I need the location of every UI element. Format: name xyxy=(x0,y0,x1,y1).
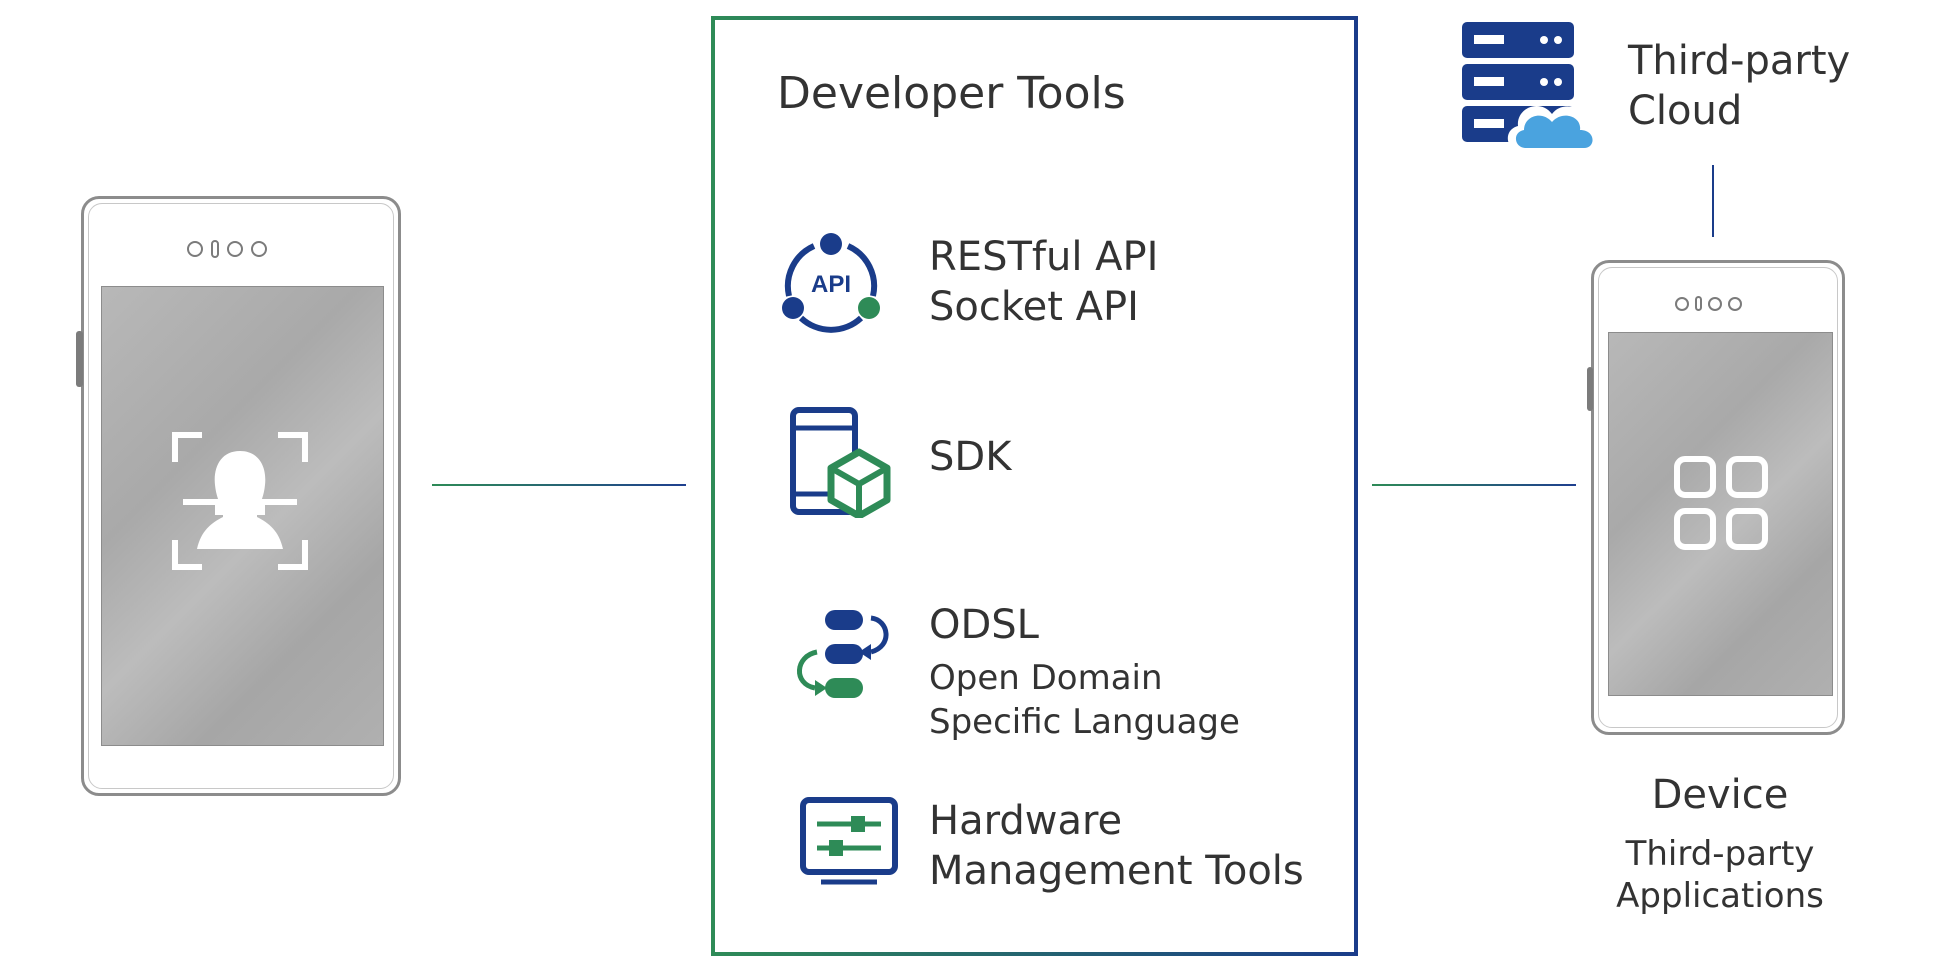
device-sensors xyxy=(1675,296,1742,311)
face-recognition-icon xyxy=(172,432,308,570)
app-terminal xyxy=(1587,260,1845,735)
hardware-settings-icon xyxy=(800,797,898,885)
sensor xyxy=(187,241,203,257)
device-rim xyxy=(88,203,394,789)
connector-cloud xyxy=(1712,165,1714,237)
device-sensors xyxy=(187,240,267,258)
developer-tools-panel: Developer Tools API RESTful API Socket A… xyxy=(711,16,1358,956)
cloud-label-1: Third-party xyxy=(1628,38,1851,84)
hardware-label-1: Hardware xyxy=(929,798,1123,844)
odsl-subtitle-2: Specific Language xyxy=(929,702,1240,742)
sensor xyxy=(211,240,219,258)
hardware-label-2: Management Tools xyxy=(929,848,1304,894)
api-icon: API xyxy=(782,233,880,333)
sensor xyxy=(1728,296,1742,311)
device-screen xyxy=(101,286,384,746)
sdk-icon xyxy=(790,407,891,518)
device-subtitle-1: Third-party xyxy=(1625,834,1815,874)
sensor xyxy=(1675,296,1689,311)
sensor xyxy=(251,241,267,257)
sensor xyxy=(1708,296,1722,311)
device-subtitle-2: Applications xyxy=(1616,876,1824,916)
odsl-title: ODSL xyxy=(929,602,1039,648)
connector-left xyxy=(432,484,686,486)
device-rim xyxy=(1598,267,1838,728)
device-screen xyxy=(1608,332,1833,696)
odsl-icon xyxy=(797,610,889,698)
sdk-label: SDK xyxy=(929,434,1012,480)
developer-tools-title: Developer Tools xyxy=(777,68,1126,119)
server-cloud-icon xyxy=(1462,22,1601,152)
connector-right xyxy=(1372,484,1576,486)
odsl-subtitle-1: Open Domain xyxy=(929,658,1163,698)
apps-grid-icon xyxy=(1674,456,1768,550)
cloud-label-2: Cloud xyxy=(1628,88,1743,134)
sensor xyxy=(227,241,243,257)
sensor xyxy=(1695,296,1702,311)
api-label-2: Socket API xyxy=(929,284,1139,330)
side-button xyxy=(76,331,83,387)
device-title: Device xyxy=(1651,772,1789,818)
svg-text:API: API xyxy=(811,271,851,298)
face-recognition-terminal xyxy=(76,196,401,796)
api-label-1: RESTful API xyxy=(929,234,1159,280)
side-button xyxy=(1587,367,1593,411)
